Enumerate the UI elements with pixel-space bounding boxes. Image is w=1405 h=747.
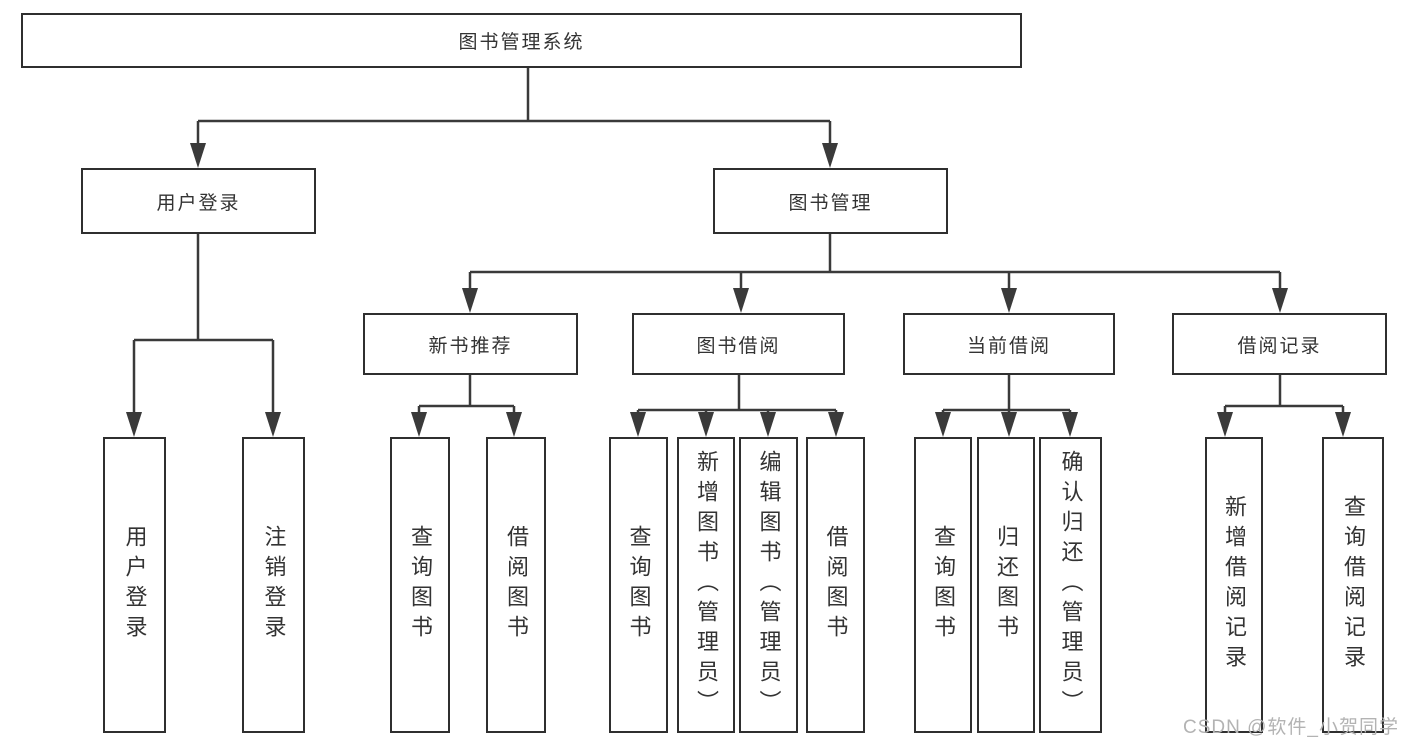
leaf-borrow-books-recommend-label: 借阅图书	[504, 525, 529, 645]
leaf-confirm-return-admin-label: 确认归还（管理员）	[1058, 450, 1084, 720]
node-current-borrowing-label: 当前借阅	[966, 335, 1051, 357]
node-borrowing-records-label: 借阅记录	[1237, 335, 1322, 357]
leaf-query-books-recommend: 查询图书	[390, 437, 450, 733]
leaf-edit-books-admin: 编辑图书（管理员）	[739, 437, 798, 733]
node-borrowing-records: 借阅记录	[1172, 313, 1387, 375]
leaf-return-books: 归还图书	[977, 437, 1035, 733]
leaf-confirm-return-admin: 确认归还（管理员）	[1039, 437, 1102, 733]
leaf-query-books-borrowing: 查询图书	[609, 437, 668, 733]
node-book-management: 图书管理	[713, 168, 948, 234]
leaf-add-borrow-record: 新增借阅记录	[1205, 437, 1263, 733]
node-current-borrowing: 当前借阅	[903, 313, 1115, 375]
leaf-borrow-books: 借阅图书	[806, 437, 865, 733]
node-user-login-label: 用户登录	[156, 192, 241, 214]
leaf-query-books-borrowing-label: 查询图书	[626, 525, 652, 645]
leaf-query-books-current: 查询图书	[914, 437, 972, 733]
node-user-login: 用户登录	[81, 168, 316, 234]
node-new-book-recommend-label: 新书推荐	[428, 335, 513, 357]
leaf-user-login-label: 用户登录	[122, 525, 148, 645]
leaf-query-books-current-label: 查询图书	[931, 525, 956, 645]
node-new-book-recommend: 新书推荐	[363, 313, 578, 375]
leaf-query-borrow-record: 查询借阅记录	[1322, 437, 1384, 733]
arrowhead-icons	[126, 143, 1351, 437]
node-book-borrowing-label: 图书借阅	[696, 335, 781, 357]
leaf-edit-books-admin-label: 编辑图书（管理员）	[756, 450, 782, 720]
leaf-add-borrow-record-label: 新增借阅记录	[1222, 495, 1247, 675]
node-root-system: 图书管理系统	[21, 13, 1022, 68]
leaf-add-books-admin: 新增图书（管理员）	[677, 437, 735, 733]
leaf-borrow-books-label: 借阅图书	[823, 525, 849, 645]
leaf-return-books-label: 归还图书	[994, 525, 1019, 645]
leaf-borrow-books-recommend: 借阅图书	[486, 437, 546, 733]
leaf-query-books-recommend-label: 查询图书	[408, 525, 433, 645]
node-book-borrowing: 图书借阅	[632, 313, 845, 375]
watermark: CSDN @软件_小贺同学	[1183, 717, 1399, 738]
leaf-query-borrow-record-label: 查询借阅记录	[1341, 495, 1366, 675]
leaf-logout: 注销登录	[242, 437, 305, 733]
leaf-user-login: 用户登录	[103, 437, 166, 733]
node-book-management-label: 图书管理	[788, 192, 873, 214]
leaf-add-books-admin-label: 新增图书（管理员）	[694, 450, 719, 720]
node-root-label: 图书管理系统	[458, 32, 585, 53]
leaf-logout-label: 注销登录	[261, 525, 287, 645]
